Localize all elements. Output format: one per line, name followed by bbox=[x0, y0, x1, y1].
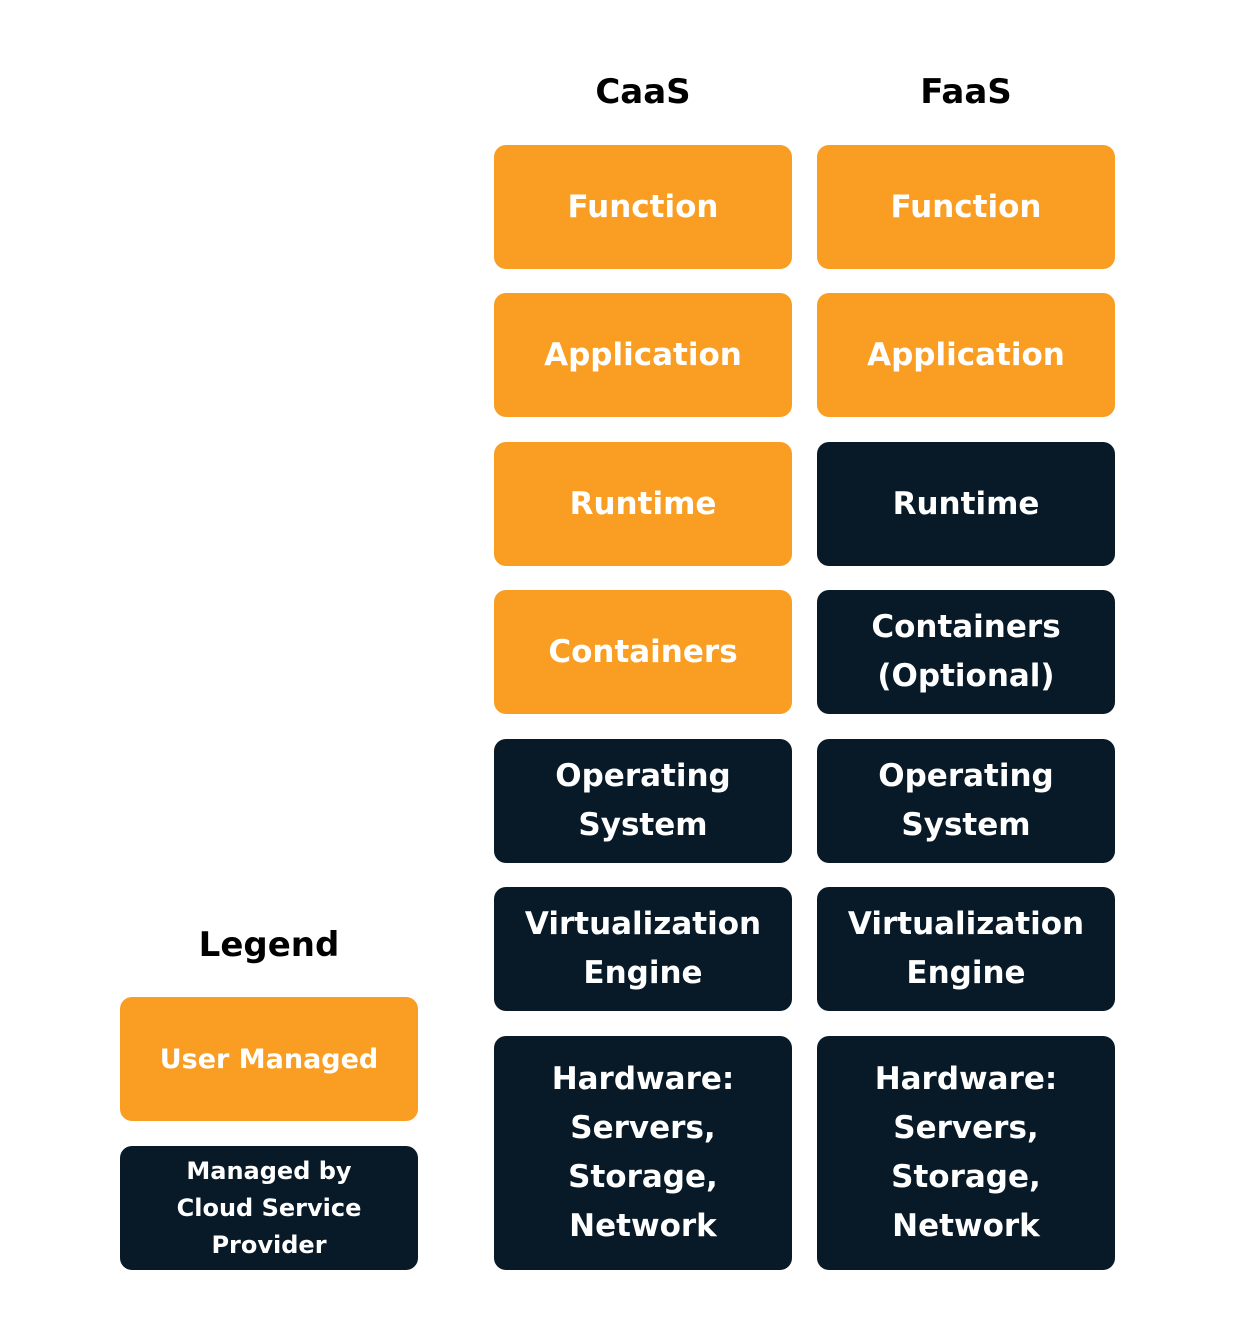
faas-hardware-layer: Hardware: Servers, Storage, Network bbox=[817, 1036, 1115, 1270]
caas-runtime-layer: Runtime bbox=[494, 442, 792, 566]
faas-operating-system-layer: Operating System bbox=[817, 739, 1115, 863]
caas-containers-layer: Containers bbox=[494, 590, 792, 714]
faas-runtime-layer: Runtime bbox=[817, 442, 1115, 566]
caas-virtualization-engine-layer: Virtualization Engine bbox=[494, 887, 792, 1011]
faas-application-layer: Application bbox=[817, 293, 1115, 417]
legend-title: Legend bbox=[198, 925, 340, 965]
legend-cloud-provider-managed: Managed by Cloud Service Provider bbox=[120, 1146, 418, 1270]
caas-operating-system-layer: Operating System bbox=[494, 739, 792, 863]
caas-column-title: CaaS bbox=[595, 72, 691, 112]
caas-function-layer: Function bbox=[494, 145, 792, 269]
faas-virtualization-engine-layer: Virtualization Engine bbox=[817, 887, 1115, 1011]
faas-containers-layer: Containers (Optional) bbox=[817, 590, 1115, 714]
caas-hardware-layer: Hardware: Servers, Storage, Network bbox=[494, 1036, 792, 1270]
faas-column-title: FaaS bbox=[920, 72, 1012, 112]
caas-application-layer: Application bbox=[494, 293, 792, 417]
faas-function-layer: Function bbox=[817, 145, 1115, 269]
legend-user-managed: User Managed bbox=[120, 997, 418, 1121]
